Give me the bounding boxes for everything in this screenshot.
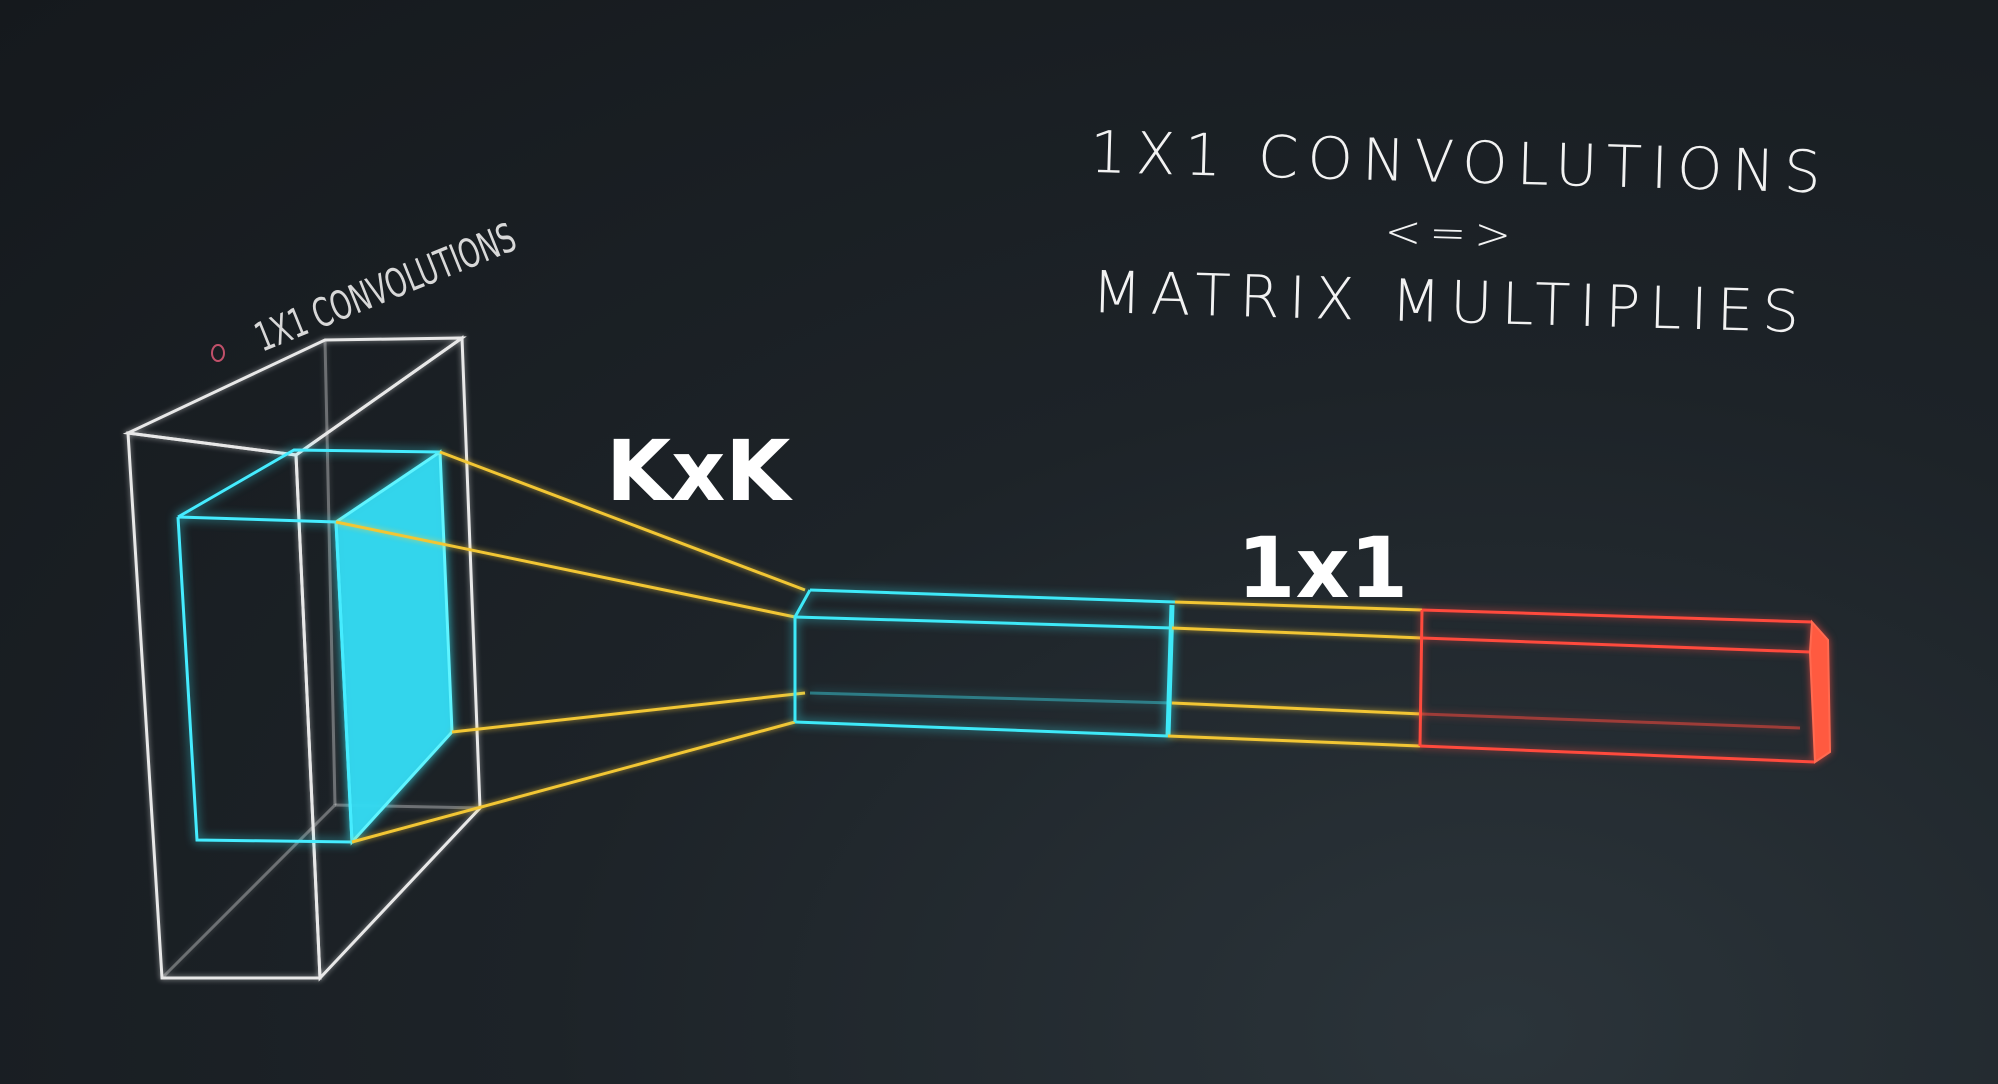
kxk-patch bbox=[176, 448, 454, 846]
caption-line-3: MATRIX MULTIPLIES bbox=[1091, 258, 1809, 346]
yellow-bottom bbox=[1167, 734, 1421, 748]
projection-line-1 bbox=[439, 450, 806, 592]
marker-circle bbox=[211, 344, 225, 362]
volume-hidden-edge-3 bbox=[160, 803, 337, 980]
yellow-bottom-back bbox=[1171, 701, 1423, 716]
red-bottom bbox=[1419, 744, 1816, 764]
caption-line-1: 1X1 CONVOLUTIONS bbox=[1089, 118, 1831, 207]
patch-filled-face bbox=[334, 449, 454, 846]
yellow-tube bbox=[1167, 600, 1423, 748]
caption: 1X1 CONVOLUTIONS <=> MATRIX MULTIPLIES bbox=[1089, 118, 1831, 346]
volume-top-face bbox=[122, 336, 467, 457]
tube-top-back bbox=[809, 588, 1176, 604]
one-by-one-label: 1x1 bbox=[1237, 519, 1408, 617]
kxk-label: KxK bbox=[606, 422, 793, 520]
yellow-top-front bbox=[1171, 626, 1423, 640]
red-column bbox=[1418, 608, 1832, 764]
tube-right-end bbox=[1165, 604, 1175, 737]
patch-left-outline bbox=[176, 515, 354, 844]
caption-line-2: <=> bbox=[1384, 206, 1520, 261]
red-top-front bbox=[1421, 636, 1811, 654]
red-bottom-back bbox=[1421, 712, 1801, 730]
patch-top-outline bbox=[177, 448, 441, 519]
projection-lines bbox=[335, 450, 806, 844]
yellow-top-back bbox=[1174, 600, 1423, 612]
projection-line-3 bbox=[451, 691, 806, 734]
cyan-tube bbox=[793, 588, 1176, 738]
red-top-back bbox=[1421, 608, 1813, 624]
volume-front-face bbox=[126, 431, 322, 980]
tube-bottom bbox=[794, 720, 1169, 738]
projection-line-4 bbox=[351, 720, 796, 844]
tube-bottom-back bbox=[809, 691, 1173, 705]
tube-top-front bbox=[794, 615, 1173, 630]
red-left-end bbox=[1418, 609, 1424, 747]
projection-line-2 bbox=[335, 520, 796, 619]
volume-hidden-edge-1 bbox=[323, 339, 337, 806]
red-end-face bbox=[1808, 619, 1832, 764]
tube-left-end bbox=[793, 589, 812, 722]
